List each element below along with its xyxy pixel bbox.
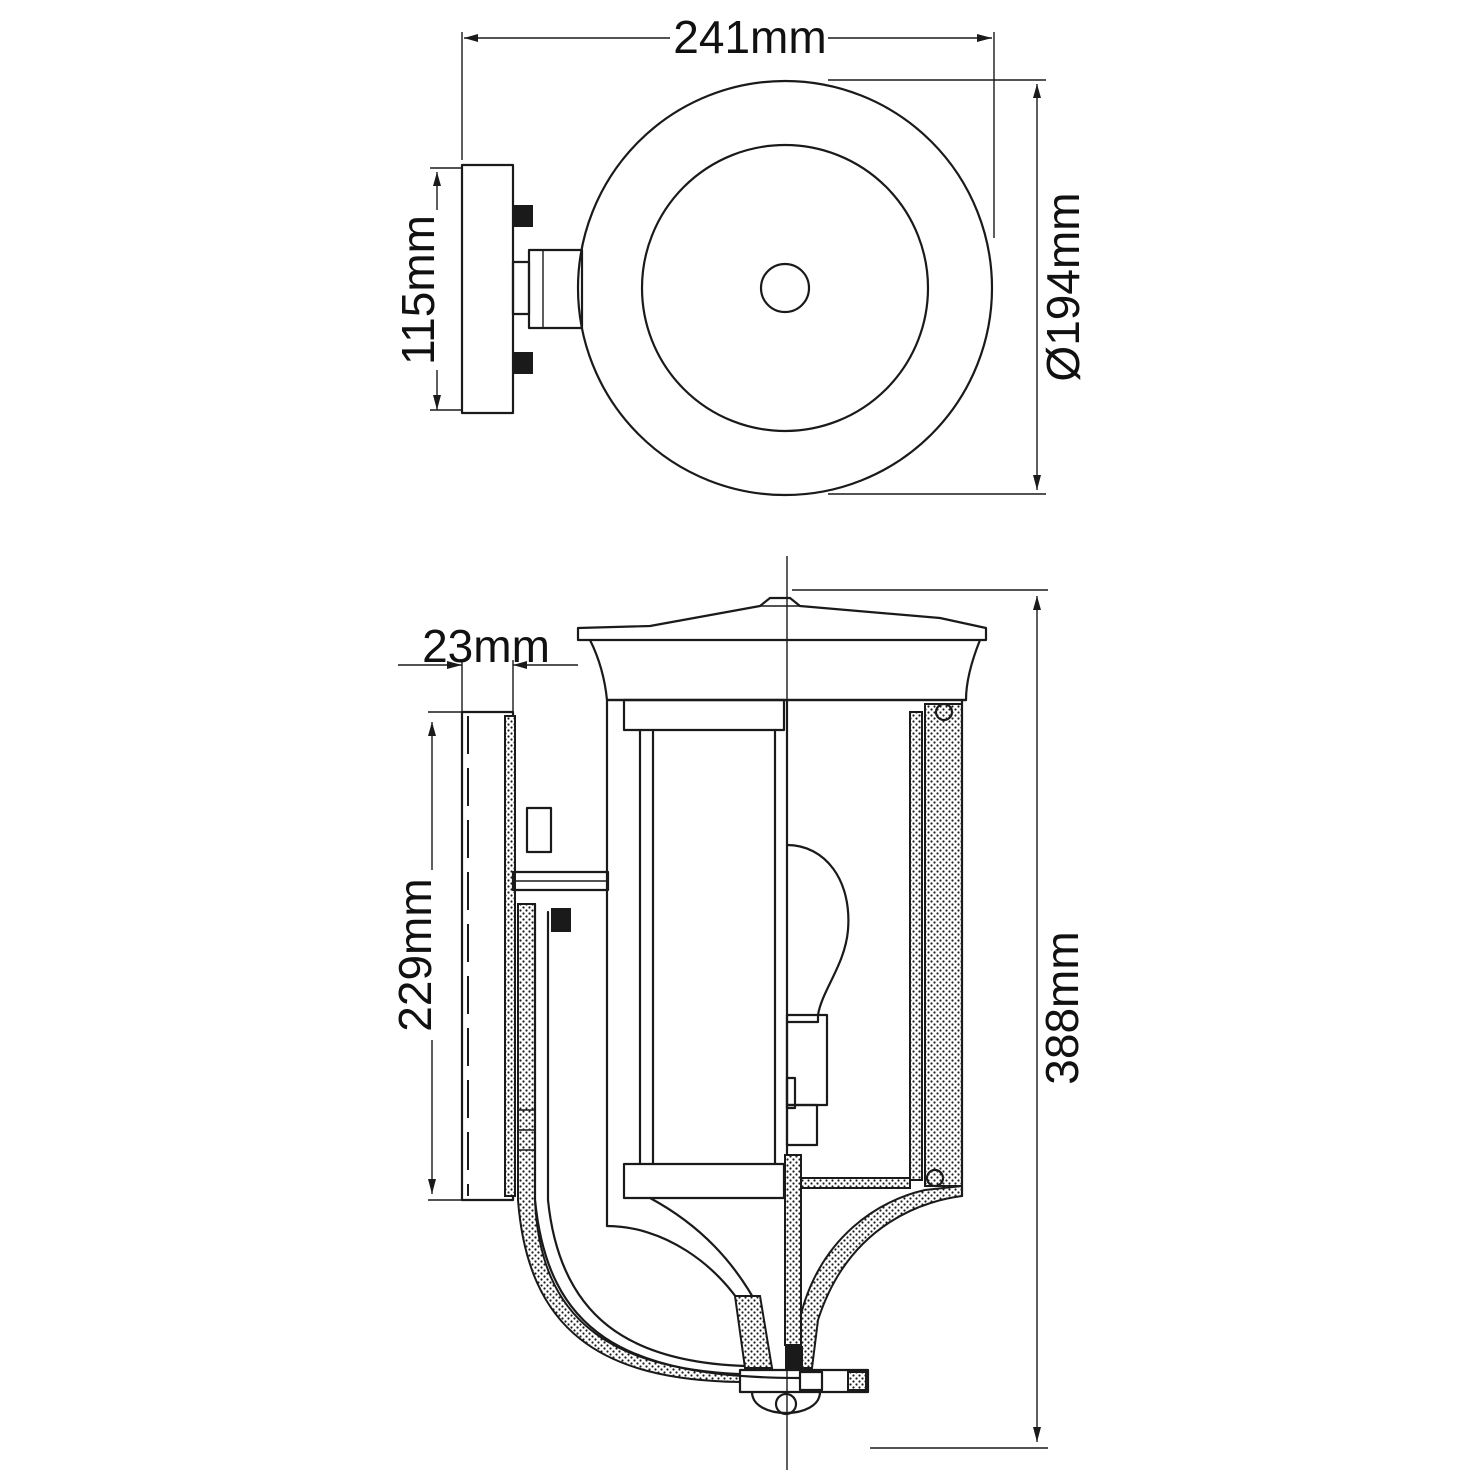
- dimension-label-backplate-height: 115mm: [392, 215, 444, 365]
- elevation-roof-cap: [576, 596, 988, 702]
- dimension-label-diameter: Ø194mm: [1037, 192, 1089, 381]
- dimension-label-backplate-height-side: 229mm: [389, 878, 441, 1031]
- dimension-label-backplate-depth: 23mm: [422, 620, 550, 672]
- dimension-backplate-height-side: 229mm: [389, 711, 462, 1201]
- dimension-backplate-height: 115mm: [392, 167, 462, 411]
- elevation-lantern-right-section: [733, 698, 964, 1369]
- dimension-label-overall-height: 388mm: [1036, 931, 1088, 1084]
- elevation-lantern-left-half: [605, 698, 786, 1370]
- plan-inner-cap: [640, 143, 930, 433]
- plan-view: 241mm 115mm Ø194mm: [392, 11, 1089, 497]
- plan-screw-top: [513, 205, 533, 227]
- dimension-overall-width: 241mm: [461, 11, 995, 238]
- elevation-bottom-assembly: [738, 1154, 870, 1416]
- dimension-label-width: 241mm: [673, 11, 826, 63]
- plan-finial: [759, 262, 811, 314]
- plan-arm-connector: [511, 260, 531, 316]
- elevation-bulb: [785, 843, 850, 1147]
- dimension-backplate-depth: 23mm: [398, 620, 578, 712]
- dimension-diameter: Ø194mm: [828, 79, 1089, 495]
- plan-outer-rim: [576, 79, 994, 497]
- plan-arm: [527, 248, 584, 330]
- elevation-backplate: [460, 710, 516, 1202]
- dimension-overall-height: 388mm: [792, 589, 1088, 1449]
- elevation-view: 23mm 229mm 388mm: [389, 556, 1088, 1470]
- plan-backplate: [460, 163, 515, 415]
- plan-screw-bottom: [513, 352, 533, 374]
